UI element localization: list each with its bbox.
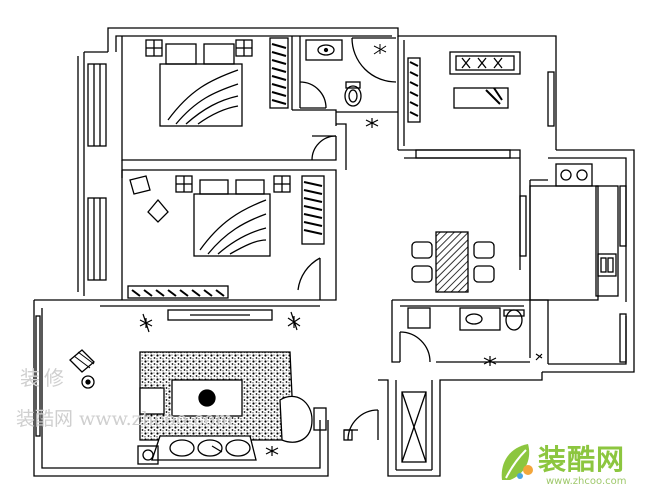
brand-name: 装酷网 bbox=[538, 443, 626, 476]
brand-logo[interactable]: 装酷网 www.zhcoo.com bbox=[498, 436, 668, 496]
doors bbox=[297, 37, 431, 441]
brand-url: www.zhcoo.com bbox=[546, 476, 627, 487]
brand-leaf-icon bbox=[501, 444, 533, 480]
plant-icons bbox=[139, 118, 543, 456]
living-room-furniture bbox=[69, 349, 327, 465]
study-furniture bbox=[407, 51, 521, 123]
windows bbox=[35, 63, 627, 437]
kitchen-fixtures bbox=[529, 163, 619, 301]
dining-table bbox=[411, 231, 495, 293]
corridor-cabinet bbox=[401, 391, 427, 463]
bathroom-2-fixtures bbox=[407, 307, 525, 331]
outer-walls bbox=[33, 27, 635, 477]
bathroom-1-fixtures bbox=[305, 39, 387, 107]
bedroom-2-furniture bbox=[127, 175, 325, 299]
bedroom-1-furniture bbox=[145, 37, 289, 127]
